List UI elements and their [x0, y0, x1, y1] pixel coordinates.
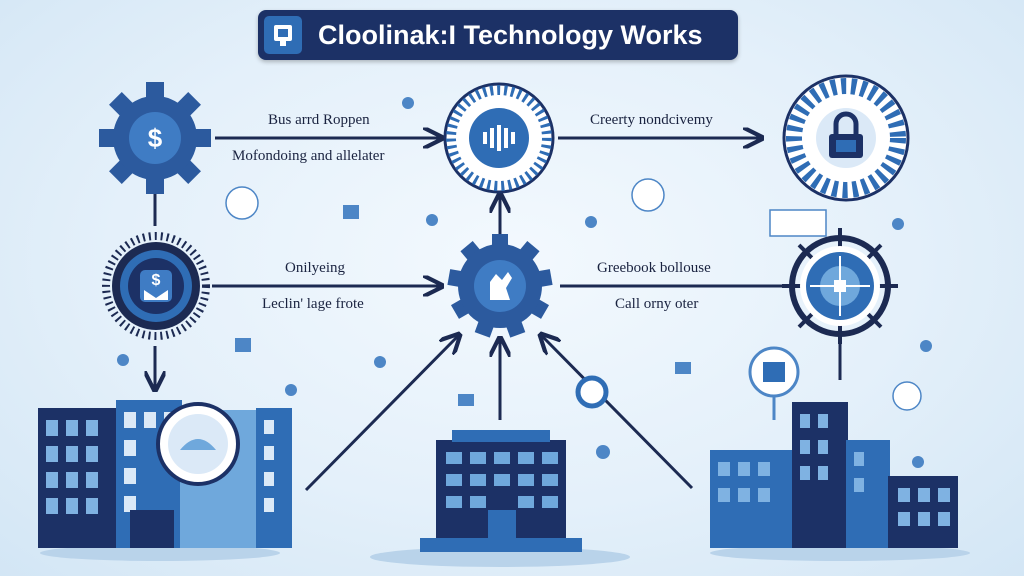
spark-icon	[374, 356, 386, 368]
spark-icon	[912, 456, 924, 468]
mini-card-icon	[675, 362, 691, 374]
spark-icon	[402, 97, 414, 109]
spark-icon	[117, 354, 129, 366]
svg-text:$: $	[148, 123, 163, 153]
label-mid-left-1: Onilyeing	[285, 260, 345, 276]
chart-bubble-icon	[225, 186, 259, 220]
mini-card-icon	[458, 394, 474, 406]
spark-icon	[285, 384, 297, 396]
apartment-building-icon	[370, 430, 630, 567]
label-mid-right-2: Call orny oter	[615, 296, 699, 312]
spark-icon	[585, 216, 597, 228]
label-mid-right-1: Greebook bollouse	[597, 260, 711, 276]
chart-bubble-icon	[892, 381, 922, 411]
office-building-icon	[38, 400, 292, 561]
arrow-bottom-left-to-center	[304, 336, 458, 492]
svg-text:$: $	[152, 272, 161, 289]
compass-wheel-icon	[782, 228, 898, 344]
hand-gear-icon	[447, 234, 553, 338]
cloud-server-gear-icon: $	[102, 232, 210, 340]
padlock-circle-icon	[782, 74, 910, 202]
label-top-right-1: Creerty nondcivemy	[590, 112, 713, 128]
mini-card-icon	[235, 338, 251, 352]
dollar-gear-icon: $	[99, 82, 211, 194]
decorations	[117, 97, 932, 468]
title-badge-icon	[264, 16, 302, 54]
label-top-left-1: Bus arrd Roppen	[268, 112, 370, 128]
refresh-badge-icon	[575, 375, 609, 409]
signal-wave-circle-icon	[443, 82, 555, 194]
title-text: Cloolinak:I Technology Works	[318, 20, 703, 50]
mini-card-icon	[769, 209, 827, 237]
label-mid-left-2: Leclin' lage frote	[262, 296, 364, 312]
spark-icon	[920, 340, 932, 352]
title-banner: Cloolinak:I Technology Works	[258, 10, 738, 60]
label-top-left-2: Mofondoing and allelater	[232, 148, 385, 164]
city-buildings-icon	[710, 402, 970, 561]
spark-icon	[426, 214, 438, 226]
mini-card-icon	[343, 205, 359, 219]
arrow-bottom-right-to-center	[542, 336, 694, 490]
spark-icon	[892, 218, 904, 230]
chart-bubble-icon	[631, 178, 665, 212]
spark-icon	[596, 445, 610, 459]
